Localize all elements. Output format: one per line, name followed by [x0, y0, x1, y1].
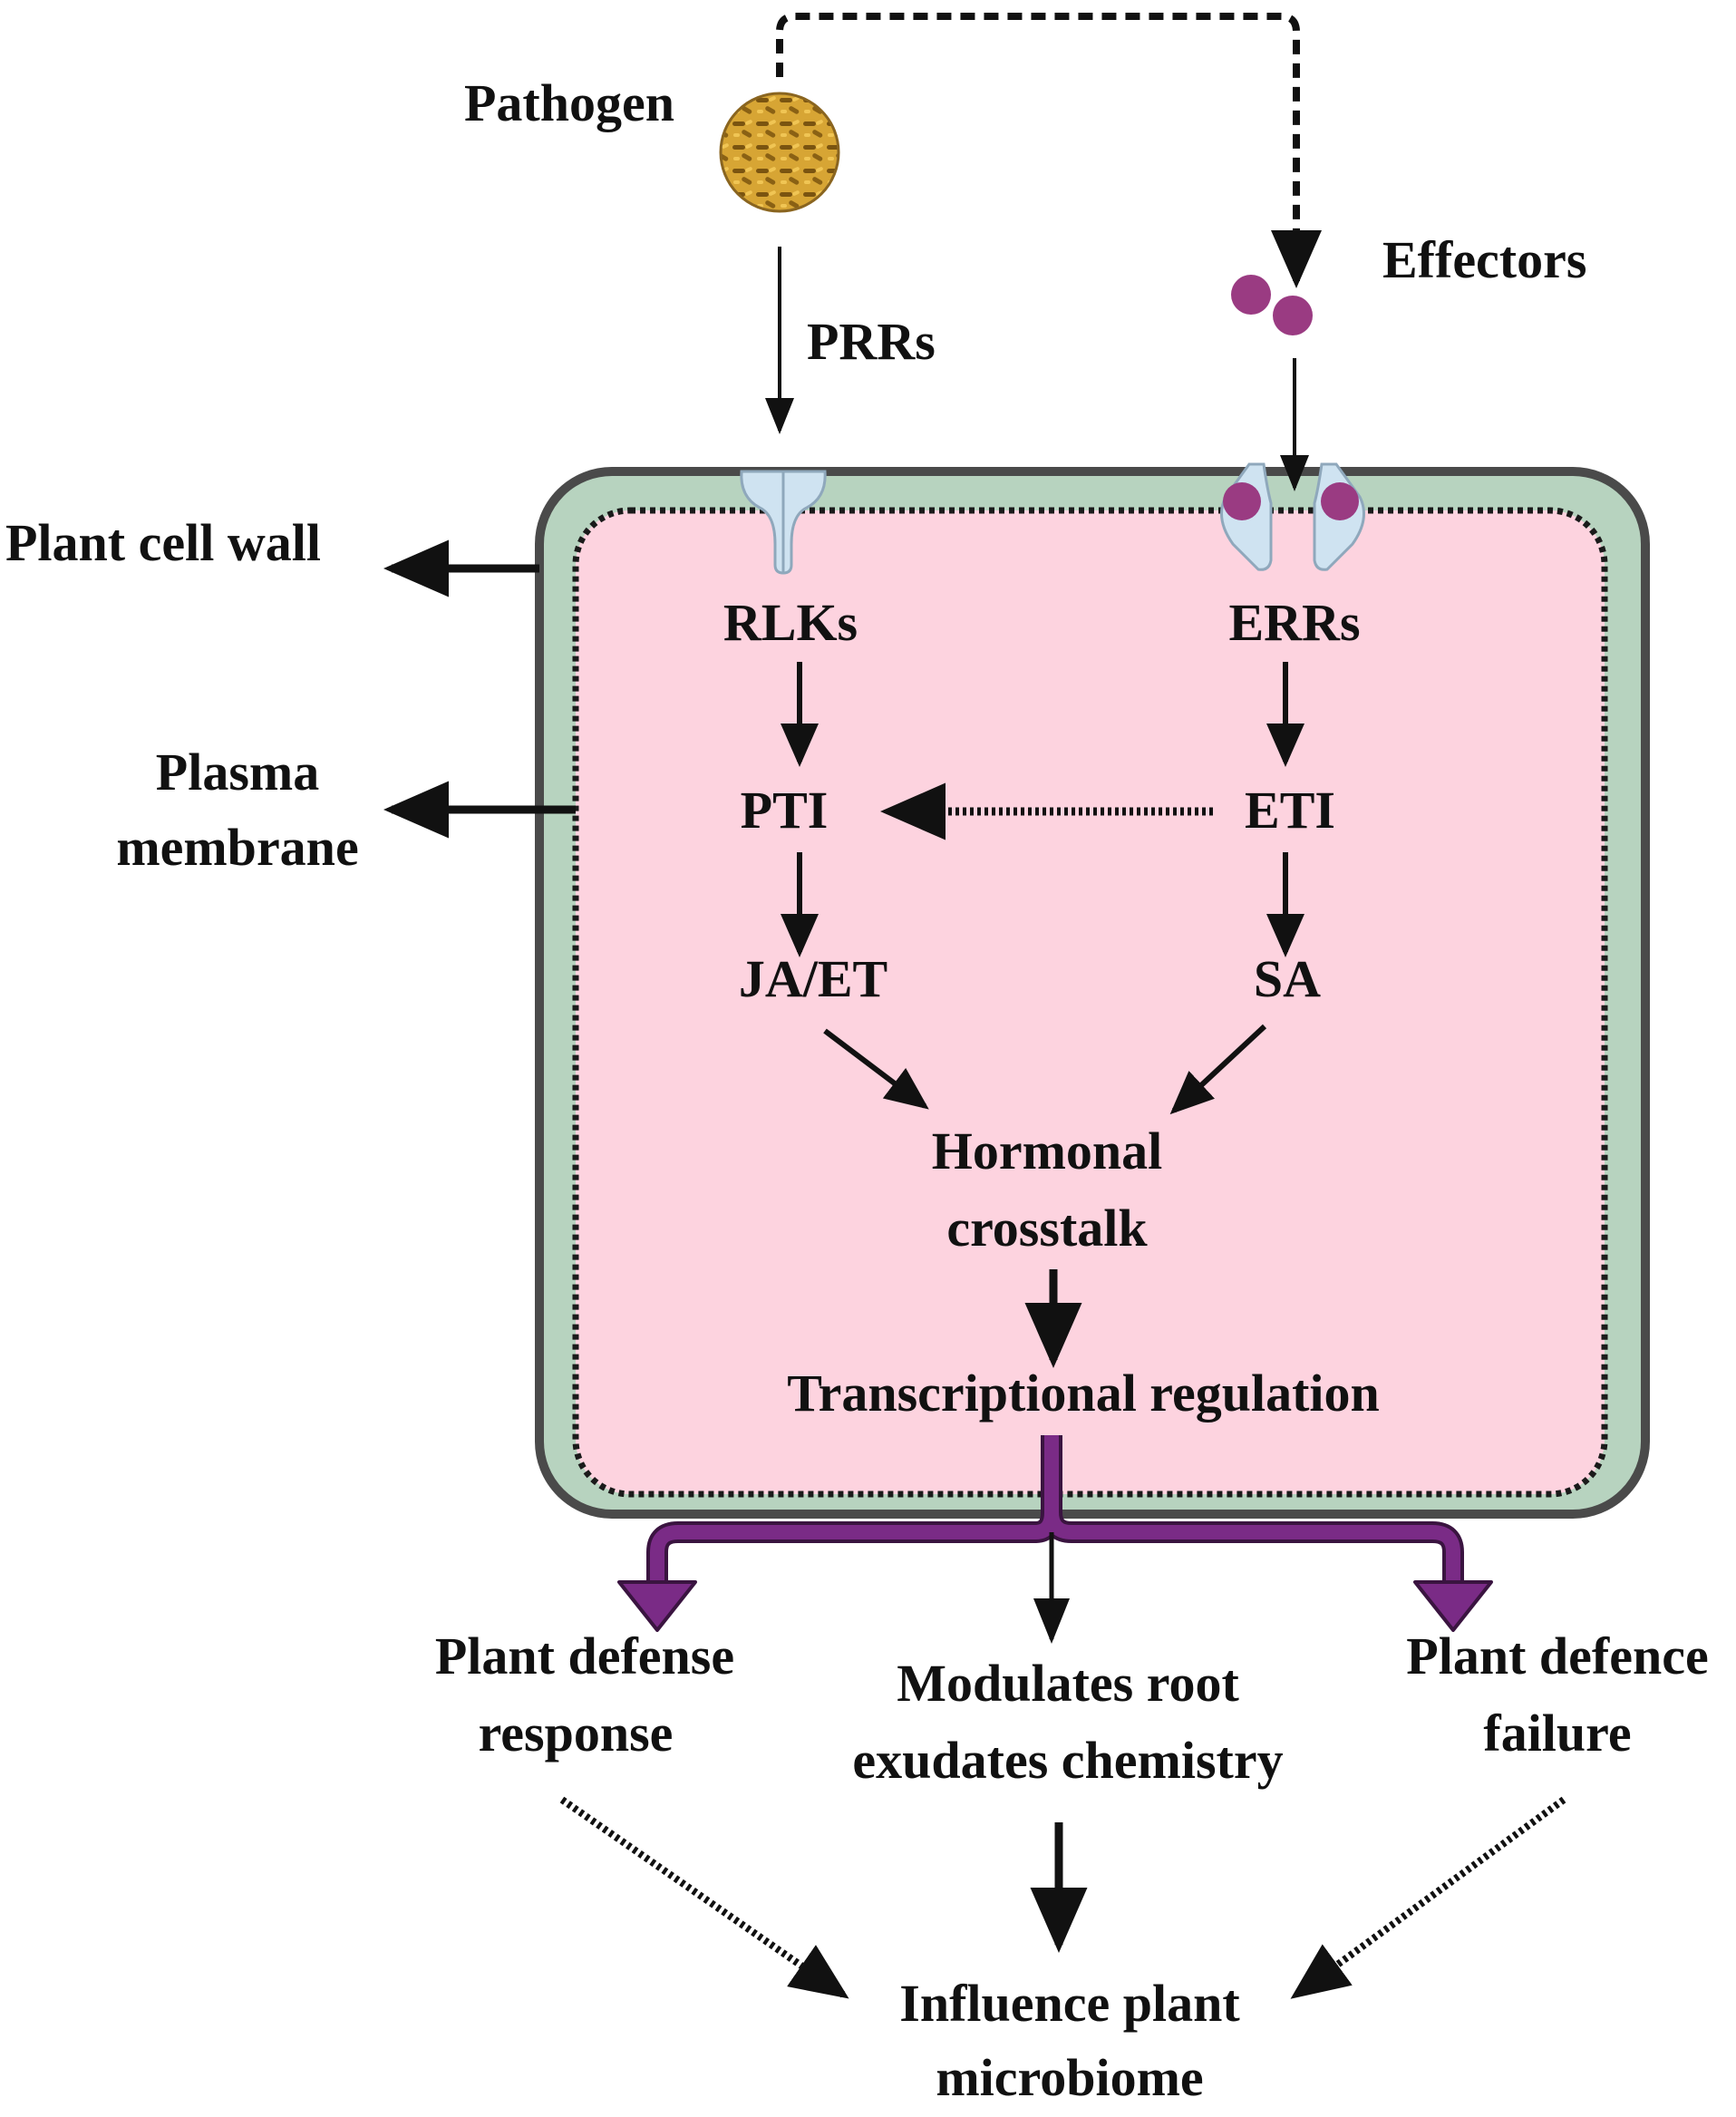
pti-label: PTI [740, 781, 829, 840]
modulates-label-line2: exudates chemistry [852, 1731, 1284, 1790]
cytoplasm [576, 510, 1605, 1494]
jaet-to-hormonal-arrow [823, 1028, 929, 1110]
plant-cell-wall-label: Plant cell wall [5, 513, 321, 572]
receptor-channel-icon [740, 470, 827, 575]
plasma-membrane-label-line2: membrane [116, 818, 359, 877]
ja-et-label: JA/ET [738, 949, 888, 1008]
pathogen-to-effectors-dashed [776, 13, 1322, 288]
failure-to-microbiome-dotted-arrow [1290, 1796, 1566, 1999]
effectors-label: Effectors [1382, 230, 1587, 289]
defence-failure-label-line2: failure [1483, 1704, 1632, 1763]
transcriptional-regulation-label: Transcriptional regulation [787, 1364, 1380, 1423]
sa-label: SA [1253, 949, 1322, 1008]
hormonal-label-line2: crosstalk [946, 1199, 1148, 1258]
errs-label: ERRs [1228, 593, 1361, 652]
defense-response-label-line2: response [478, 1704, 674, 1763]
eti-label: ETI [1245, 781, 1335, 840]
plasma-membrane-label-line1: Plasma [155, 743, 320, 801]
plasma-membrane [572, 507, 1608, 1498]
microbiome-label-line2: microbiome [936, 2048, 1204, 2107]
prrs-label: PRRs [807, 312, 936, 371]
sa-to-hormonal-arrow [1169, 1024, 1267, 1115]
hormonal-label-line1: Hormonal [931, 1122, 1163, 1180]
defense-response-label-line1: Plant defense [434, 1627, 735, 1685]
receptor-open-icon [1220, 462, 1365, 571]
microbiome-label-line1: Influence plant [899, 1974, 1240, 2033]
defense-to-microbiome-dotted-arrow [559, 1796, 849, 1999]
defence-failure-label-line1: Plant defence [1406, 1627, 1709, 1685]
pathogen-label: Pathogen [464, 73, 674, 132]
effector-molecules-icon [1231, 275, 1313, 335]
modulates-label-line1: Modulates root [897, 1654, 1239, 1713]
bacteria-colony-icon [719, 92, 840, 213]
rlks-label: RLKs [723, 593, 858, 652]
transcription-output-arrow [617, 1435, 1493, 1632]
